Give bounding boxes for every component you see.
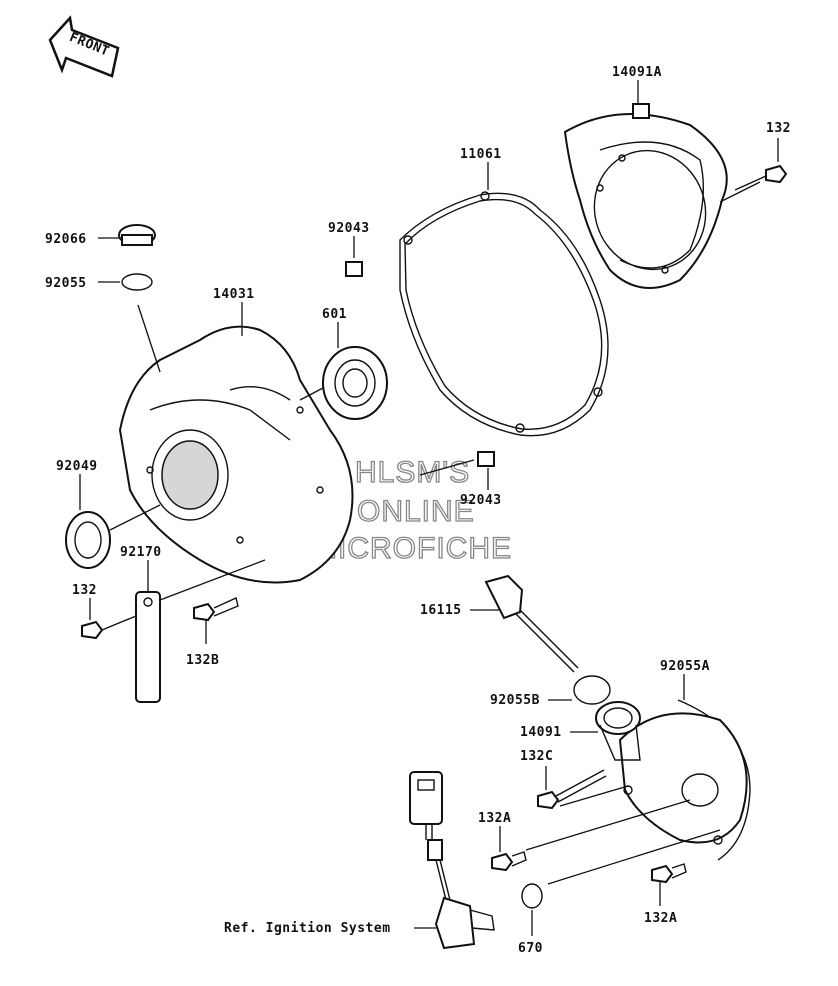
- label-14091a: 14091A: [612, 65, 662, 80]
- housing-14031: [118, 302, 354, 584]
- label-11061: 11061: [460, 147, 502, 162]
- dipstick-16115: [470, 574, 579, 673]
- label-132c: 132C: [520, 749, 553, 764]
- dowel-92043-top: [345, 236, 363, 277]
- label-132a-right: 132A: [644, 911, 677, 926]
- label-132a-left: 132A: [478, 811, 511, 826]
- label-132b: 132B: [186, 653, 219, 668]
- label-14091: 14091: [520, 725, 562, 740]
- label-132-top: 132: [766, 121, 791, 136]
- sensor-harness: [409, 771, 495, 950]
- label-92055: 92055: [45, 276, 87, 291]
- strap-92170: [135, 559, 266, 703]
- label-670: 670: [518, 941, 543, 956]
- bolt-132-left: [81, 598, 137, 640]
- label-92049: 92049: [56, 459, 98, 474]
- label-92066: 92066: [45, 232, 87, 247]
- watermark-line-2: ONLINE: [357, 495, 475, 528]
- o-ring-92055: [98, 273, 153, 291]
- watermark-line-1: HLSM'S: [355, 456, 470, 489]
- front-arrow-icon: FRONT: [48, 15, 120, 78]
- label-132-left: 132: [72, 583, 97, 598]
- reference-label: Ref. Ignition System: [224, 921, 391, 936]
- bolt-132a-right: [547, 829, 721, 906]
- bolt-132c: [537, 766, 629, 810]
- label-92055b: 92055B: [490, 693, 540, 708]
- label-92170: 92170: [120, 545, 162, 560]
- bolt-132b: [193, 597, 239, 644]
- o-ring-670: [521, 883, 543, 936]
- plug-92066: [98, 224, 156, 246]
- cover-14091: [570, 701, 748, 845]
- label-92043-bottom: 92043: [460, 493, 502, 508]
- label-92043-top: 92043: [328, 221, 370, 236]
- label-601: 601: [322, 307, 347, 322]
- seal-92049: [65, 474, 161, 569]
- label-16115: 16115: [420, 603, 462, 618]
- watermark: HLSM'S ONLINE MICROFICHE: [311, 455, 511, 565]
- o-ring-92055b: [548, 675, 611, 705]
- bolt-132-top: [719, 138, 788, 203]
- bolt-132a-left: [491, 799, 691, 872]
- cover-plate-14091a: [563, 80, 728, 289]
- label-14031: 14031: [213, 287, 255, 302]
- bearing-601: [299, 322, 388, 420]
- label-92055a: 92055A: [660, 659, 710, 674]
- gasket-11061: [399, 162, 609, 437]
- dowel-92043-bottom: [419, 451, 495, 490]
